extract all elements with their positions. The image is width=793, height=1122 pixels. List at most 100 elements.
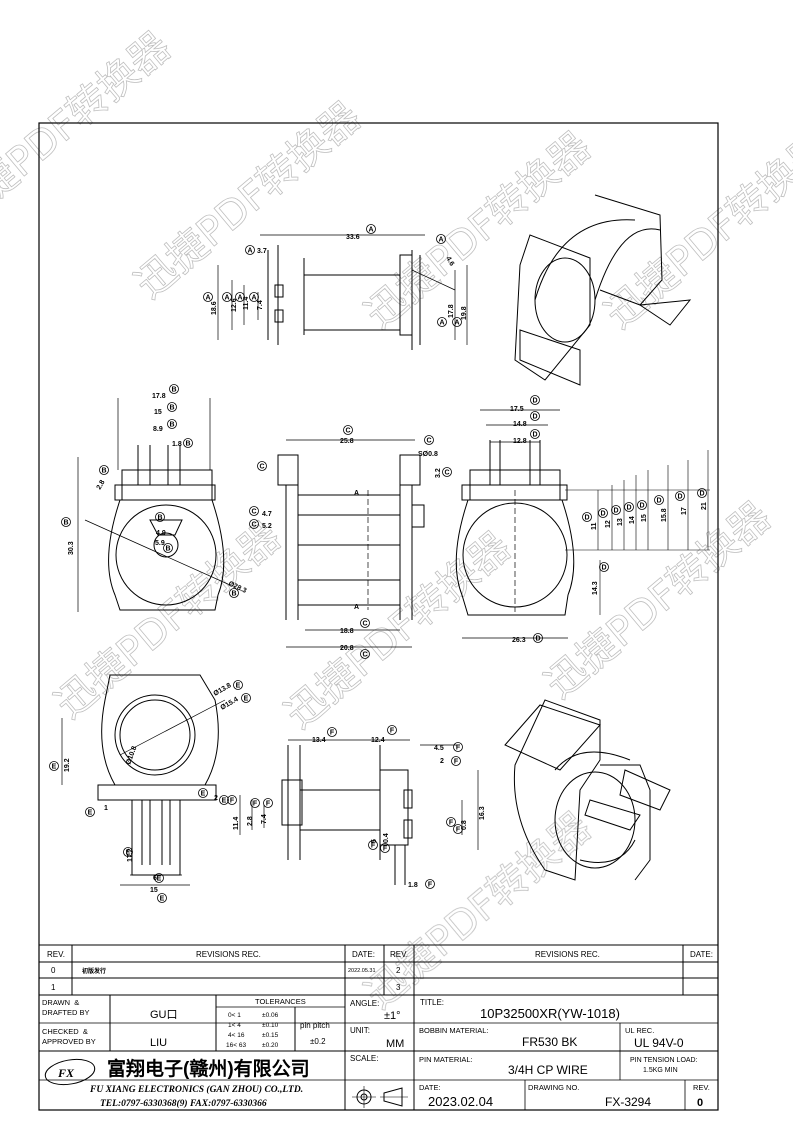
- logo-text: FX: [57, 1066, 75, 1080]
- tolerances-header: TOLERANCES: [255, 997, 306, 1006]
- dim-label: 17.5: [510, 406, 524, 413]
- ref-bubble: D: [600, 511, 605, 518]
- ref-bubble: E: [222, 798, 227, 805]
- section-mark: A: [354, 604, 359, 611]
- title-label: TITLE:: [420, 998, 444, 1007]
- ref-bubble: C: [251, 509, 256, 516]
- ref-bubble: D: [613, 508, 618, 515]
- ul-rec-label: UL REC.: [625, 1026, 654, 1035]
- isometric-view-top: [514, 194, 692, 386]
- ref-bubble: A: [454, 320, 459, 327]
- dim-label: 4.7: [262, 511, 272, 518]
- dim-label: 12.4: [371, 737, 385, 744]
- dim-label: 15: [641, 514, 648, 522]
- dim-label: 11.4: [233, 817, 240, 830]
- dim-label: 0.8: [461, 820, 468, 830]
- ref-bubble: A: [439, 320, 444, 327]
- tol-range-1: 1< 4: [228, 1022, 241, 1029]
- company-contact: TEL:0797-6330368(9) FAX:0797-6330366: [100, 1098, 267, 1109]
- label-line: APPROVED BY: [42, 1037, 96, 1046]
- watermark-text: 迅捷PDF转换器: [127, 94, 369, 308]
- rev-0-record: 初版发行: [82, 967, 106, 975]
- ref-bubble: A: [247, 248, 252, 255]
- dim-label: 1: [104, 805, 108, 812]
- unit-label: UNIT:: [350, 1026, 370, 1035]
- ref-bubble: C: [251, 522, 256, 529]
- drawn-label: DRAWN & DRAFTED BY: [42, 998, 90, 1017]
- dim-label: 4.6: [444, 256, 455, 268]
- ref-bubble: C: [345, 428, 350, 435]
- ref-bubble: F: [456, 827, 461, 834]
- bobbin-value: FR530 BK: [522, 1035, 577, 1049]
- ref-bubble: D: [584, 515, 589, 522]
- date-label: DATE:: [419, 1083, 441, 1092]
- ref-bubble: E: [126, 850, 131, 857]
- ref-bubble: D: [601, 565, 606, 572]
- ref-bubble: F: [371, 843, 376, 850]
- rev-value: 0: [697, 1097, 703, 1109]
- pin-tension-value: 1.5KG MIN: [643, 1067, 678, 1074]
- rev-1: 1: [51, 983, 56, 992]
- pin-pitch-label: pin pitch: [300, 1021, 330, 1030]
- unit-value: MM: [386, 1038, 404, 1050]
- ref-bubble: E: [52, 764, 57, 771]
- dim-label: 15: [150, 887, 158, 894]
- dim-label: 21: [701, 502, 708, 510]
- angle-value: ±1°: [384, 1010, 401, 1022]
- dim-label: 13.4: [312, 737, 326, 744]
- ref-bubble: E: [236, 683, 241, 690]
- ref-bubble: F: [230, 798, 235, 805]
- rev-header: REV.: [47, 950, 65, 959]
- ref-bubble: F: [454, 759, 459, 766]
- ref-bubble: D: [626, 505, 631, 512]
- dim-label: 12.8: [513, 438, 527, 445]
- scale-label: SCALE:: [350, 1054, 378, 1063]
- ref-bubble: D: [535, 636, 540, 643]
- drawn-label-text: DRAWN &: [42, 998, 79, 1007]
- dim-label: 5.9: [155, 540, 165, 547]
- dim-label: 11.4: [243, 297, 250, 310]
- dim-label: 2.8: [247, 816, 254, 826]
- ref-bubble: D: [699, 491, 704, 498]
- dim-label: 2: [214, 795, 218, 802]
- dim-label: 8.9: [153, 426, 163, 433]
- dim-label: 2.8: [96, 479, 107, 491]
- ref-bubble: F: [428, 882, 433, 889]
- ref-bubble: E: [160, 896, 165, 903]
- ref-bubble: B: [63, 520, 68, 527]
- angle-label: ANGLE:: [350, 999, 379, 1008]
- rev-2: 2: [396, 966, 401, 975]
- ref-bubble: F: [456, 745, 461, 752]
- dim-label: 19.2: [64, 758, 71, 772]
- right-view: [455, 409, 710, 639]
- title-block-text: REV. REVISIONS REC. DATE: REV. REVISIONS…: [42, 950, 713, 1109]
- right-view-dims: 17.5 14.8 12.8 11 12 13 14 15 15.8 17 21…: [510, 406, 708, 644]
- tol-range-2: 4< 16: [228, 1032, 245, 1039]
- pin-material-value: 3/4H CP WIRE: [508, 1063, 588, 1077]
- dim-label: 1.8: [172, 441, 182, 448]
- dim-label: 19.8: [461, 306, 468, 320]
- projection-symbol-icon: [352, 1086, 408, 1108]
- ref-bubble: B: [231, 591, 236, 598]
- rev-0: 0: [51, 966, 56, 975]
- ref-bubble: C: [444, 470, 449, 477]
- dim-label: 5.2: [262, 523, 272, 530]
- pin-pitch-value: ±0.2: [310, 1037, 326, 1046]
- ref-bubble: A: [368, 227, 373, 234]
- watermark-text: 迅捷PDF转换器: [277, 524, 519, 738]
- dim-label: 13: [617, 518, 624, 526]
- dim-label: 12: [605, 520, 612, 528]
- dim-label: 12.6: [231, 298, 238, 312]
- ref-bubble: B: [185, 441, 190, 448]
- rev-header-2: REV.: [390, 950, 408, 959]
- dim-label: 3.7: [257, 248, 267, 255]
- tol-value-3: ±0.20: [262, 1042, 279, 1049]
- ref-bubble: A: [205, 295, 210, 302]
- ref-bubble: A: [224, 295, 229, 302]
- bottom-middle-view: [239, 739, 479, 885]
- dim-label: 15: [154, 409, 162, 416]
- ref-bubble: B: [101, 468, 106, 475]
- ref-bubble: D: [532, 432, 537, 439]
- checked-value: LIU: [150, 1037, 167, 1049]
